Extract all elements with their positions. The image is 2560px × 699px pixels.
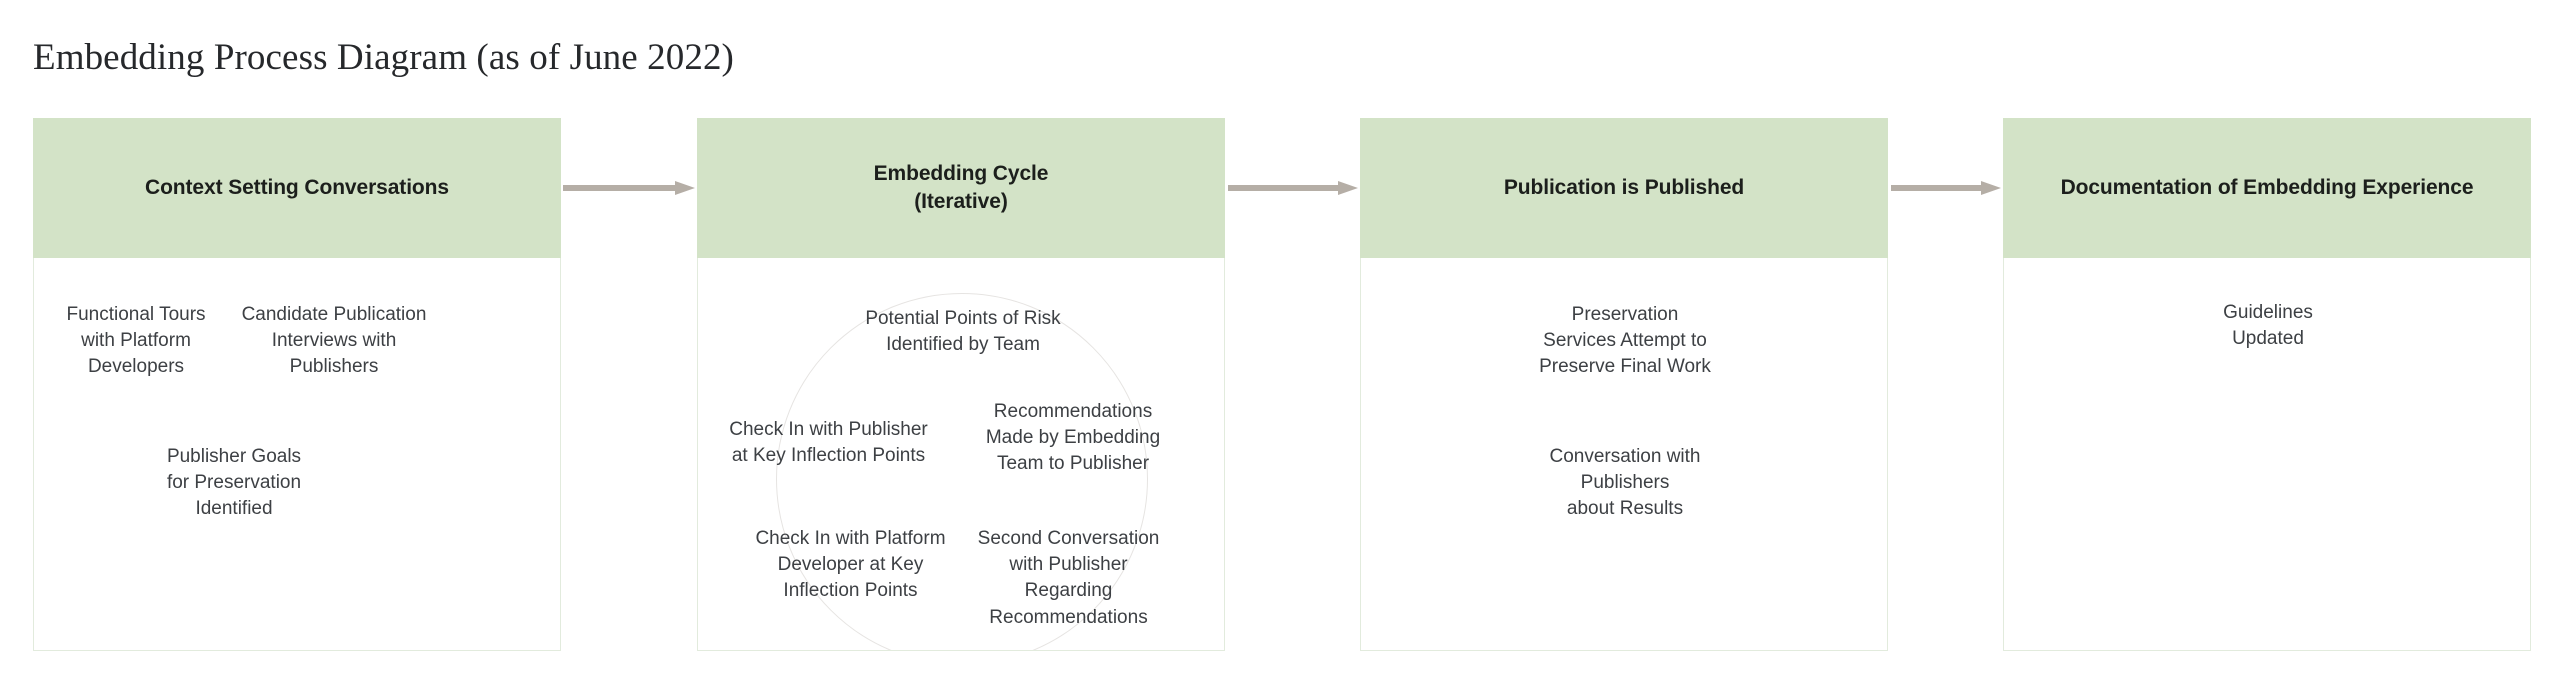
stage-body-context-setting-conversations: Functional Tours with Platform Developer… — [33, 258, 561, 651]
stage-body-publication-is-published: Preservation Services Attempt to Preserv… — [1360, 258, 1888, 651]
stage-column-documentation-of-embedding-experience: Documentation of Embedding Experience Gu… — [2003, 118, 2531, 651]
page-title: Embedding Process Diagram (as of June 20… — [33, 37, 734, 78]
stage-column-embedding-cycle: Embedding Cycle (Iterative) Potential Po… — [697, 118, 1225, 651]
stage-header-label: Publication is Published — [1503, 176, 1745, 200]
stage-item-preservation-services: Preservation Services Attempt to Preserv… — [1539, 304, 1711, 378]
stage-item-candidate-publication-interviews: Candidate Publication Interviews with Pu… — [241, 304, 427, 378]
cycle-item-potential-points-of-risk: Potential Points of Risk Identified by T… — [865, 308, 1061, 356]
stage-item-guidelines-updated: Guidelines Updated — [2223, 302, 2313, 350]
stage-header-documentation-of-embedding-experience: Documentation of Embedding Experience — [2003, 118, 2531, 258]
stage-body-documentation-of-embedding-experience: Guidelines Updated — [2003, 258, 2531, 651]
stage-header-label: Documentation of Embedding Experience — [2060, 176, 2474, 200]
stage-column-publication-is-published: Publication is Published Preservation Se… — [1360, 118, 1888, 651]
cycle-item-check-in-platform-developer: Check In with Platform Developer at Key … — [755, 528, 946, 602]
stage-column-context-setting-conversations: Context Setting Conversations Functional… — [33, 118, 561, 651]
cycle-item-check-in-publisher: Check In with Publisher at Key Inflectio… — [729, 419, 928, 467]
cycle-item-recommendations-made: Recommendations Made by Embedding Team t… — [985, 401, 1161, 475]
stage-item-functional-tours: Functional Tours with Platform Developer… — [66, 304, 206, 378]
stage-header-label: Embedding Cycle (Iterative) — [873, 162, 1049, 213]
stage-body-embedding-cycle: Potential Points of Risk Identified by T… — [697, 258, 1225, 651]
stage-item-publisher-goals: Publisher Goals for Preservation Identif… — [166, 446, 302, 520]
cycle-item-second-conversation: Second Conversation with Publisher Regar… — [977, 528, 1160, 628]
arrow-2-to-3 — [1228, 178, 1358, 198]
arrow-1-to-2 — [563, 178, 695, 198]
stage-header-embedding-cycle: Embedding Cycle (Iterative) — [697, 118, 1225, 258]
cycle-circle-icon — [776, 293, 1148, 650]
stage-item-conversation-with-publishers: Conversation with Publishers about Resul… — [1549, 446, 1701, 520]
stage-header-publication-is-published: Publication is Published — [1360, 118, 1888, 258]
stage-header-context-setting-conversations: Context Setting Conversations — [33, 118, 561, 258]
arrow-3-to-4 — [1891, 178, 2001, 198]
stage-header-label: Context Setting Conversations — [145, 176, 449, 200]
